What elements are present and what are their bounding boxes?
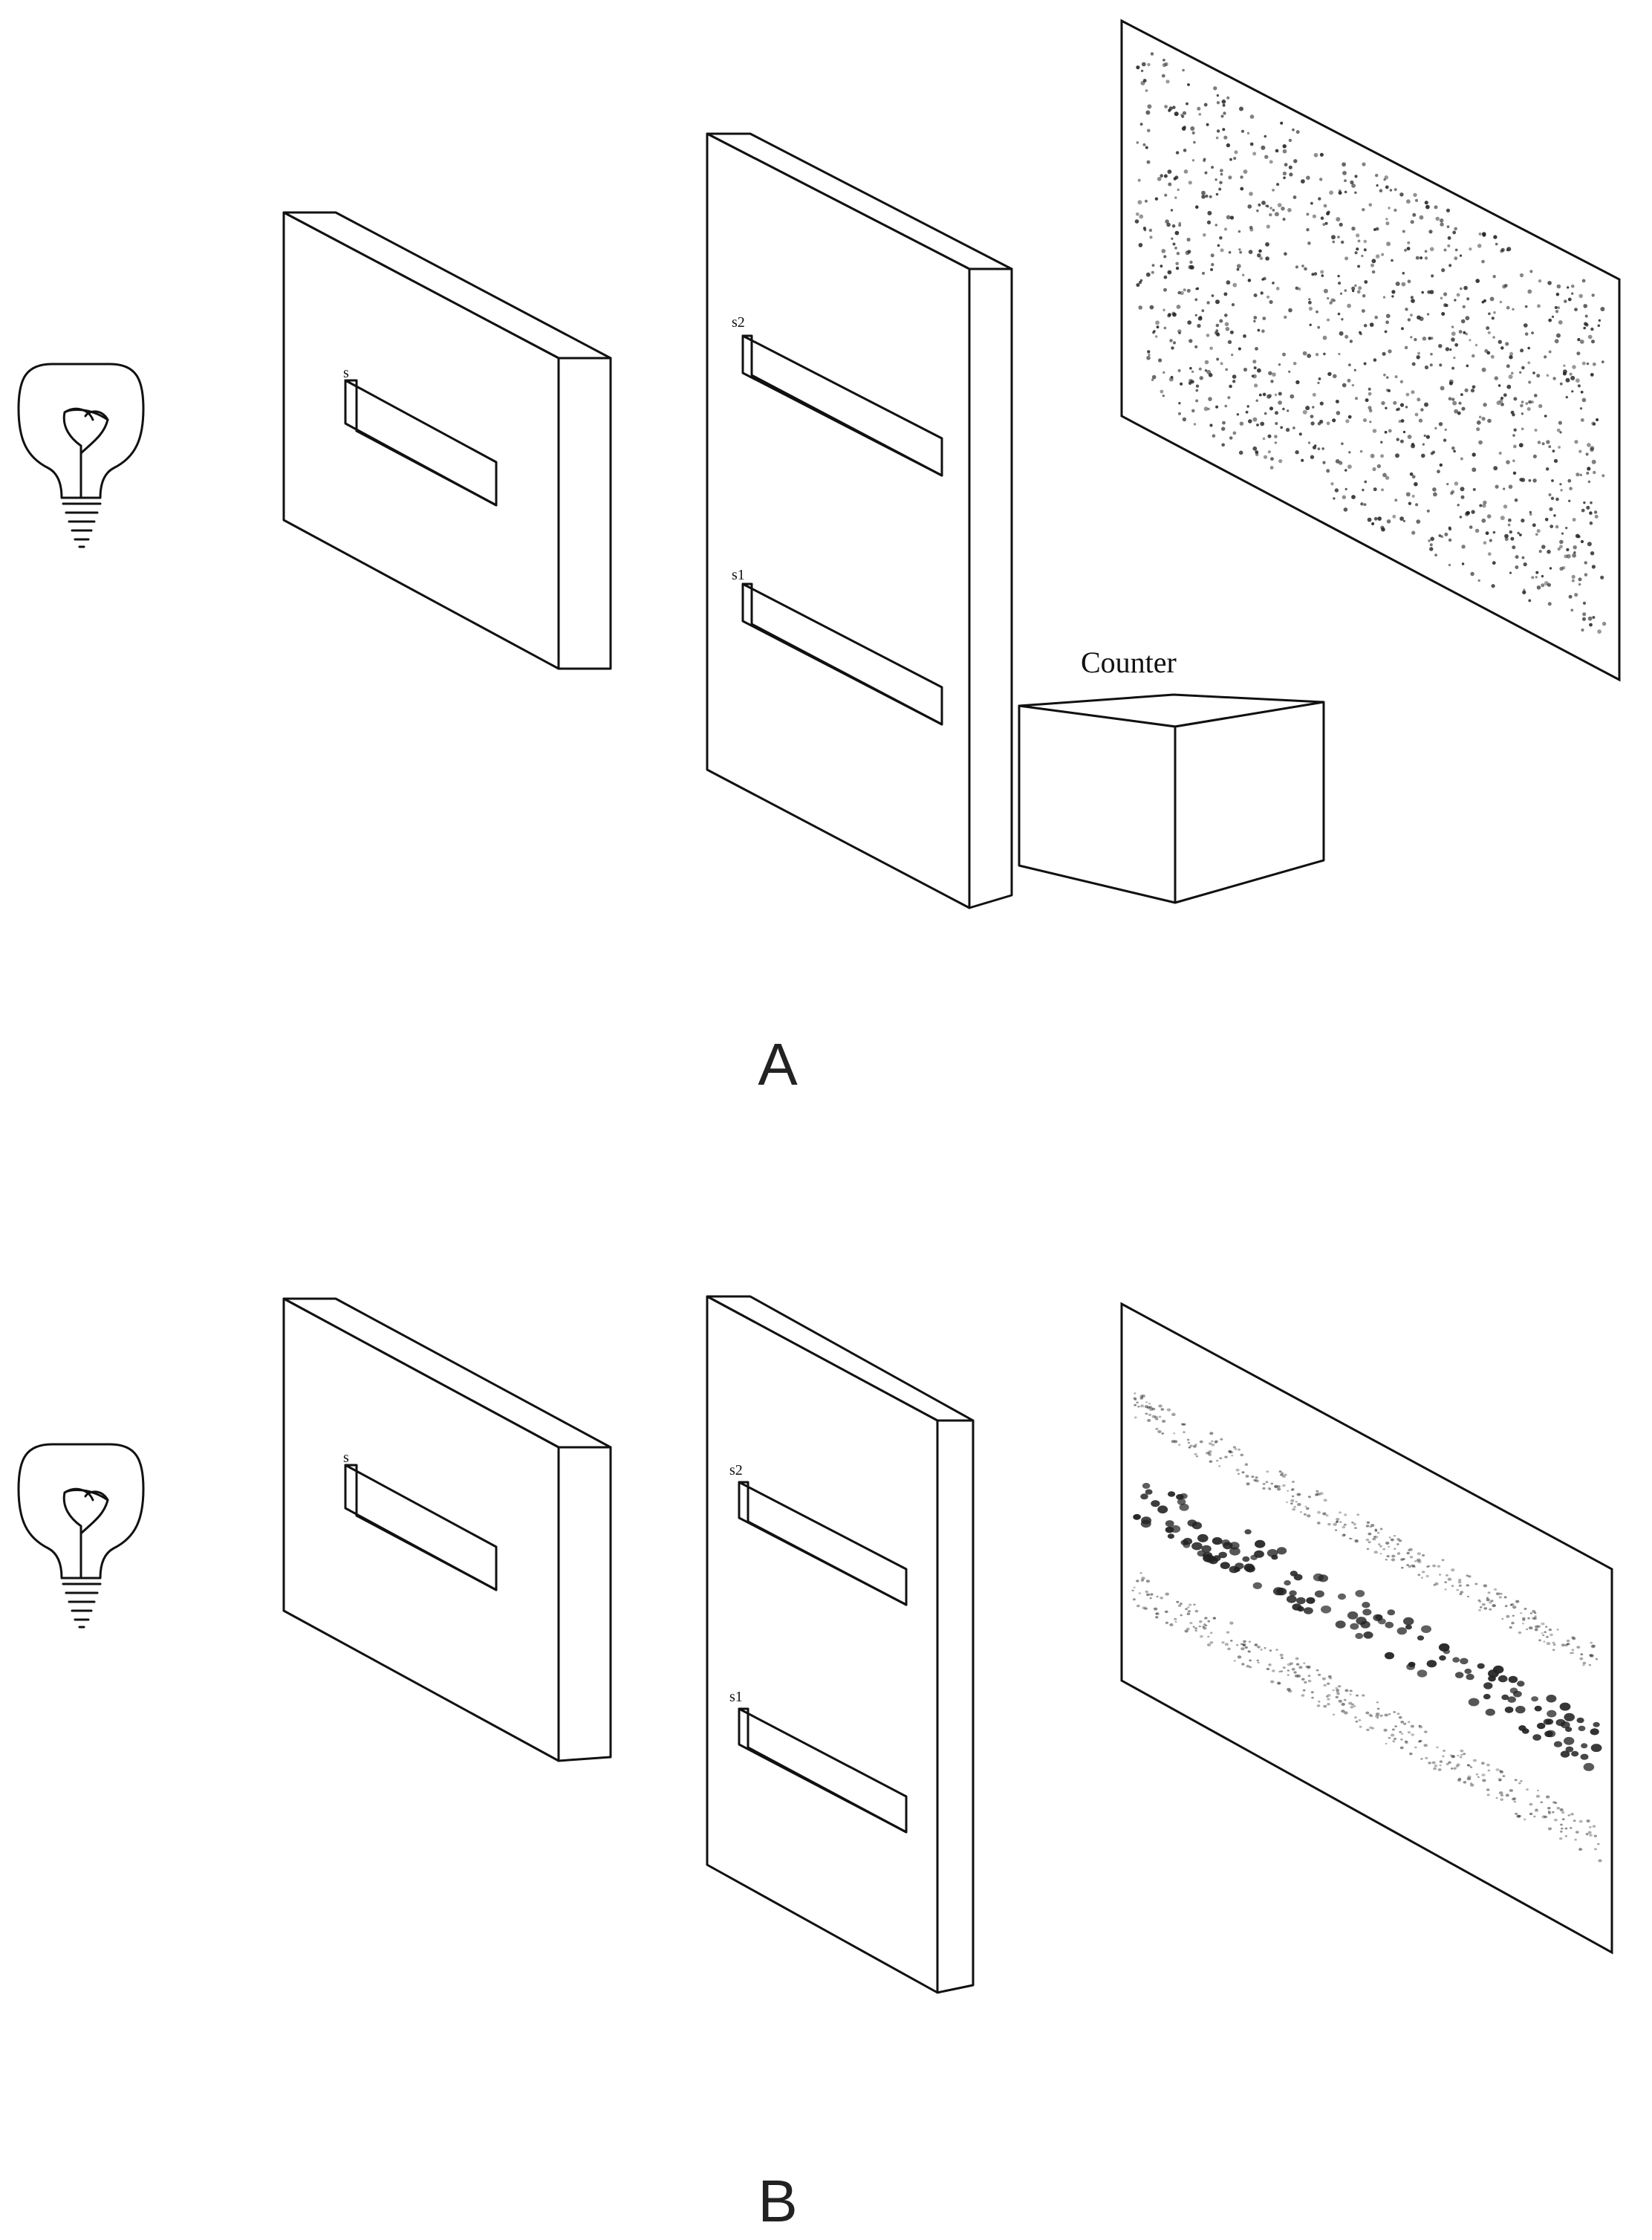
light-bulb-icon (17, 1443, 145, 1629)
double-slit-block: s2 s1 (706, 1295, 975, 1994)
single-slit-block: s (282, 211, 612, 670)
slit-mark-s1: s1 (729, 1689, 743, 1705)
panel-a: s s2 s1 Counter A (17, 19, 1621, 1097)
counter-box: Counter (1018, 646, 1325, 904)
slit-mark-s: s (343, 1449, 349, 1466)
light-bulb-icon (17, 363, 145, 548)
interference-bands (1131, 1392, 1602, 1863)
scatter-dots (1134, 52, 1607, 634)
single-slit-block: s (282, 1297, 612, 1762)
detection-screen-interference (1120, 1302, 1613, 1955)
slit-mark-s2: s2 (729, 1462, 743, 1478)
panel-label-b: B (758, 2168, 797, 2234)
slit-mark-s: s (343, 365, 349, 381)
panel-label-a: A (758, 1031, 798, 1097)
panel-b: s s2 s1 B (17, 1295, 1613, 2234)
slit-mark-s1: s1 (732, 567, 745, 583)
slit-mark-s2: s2 (732, 314, 745, 331)
counter-label: Counter (1081, 646, 1177, 679)
double-slit-block: s2 s1 (706, 132, 1013, 909)
detection-screen-uniform (1120, 19, 1621, 682)
